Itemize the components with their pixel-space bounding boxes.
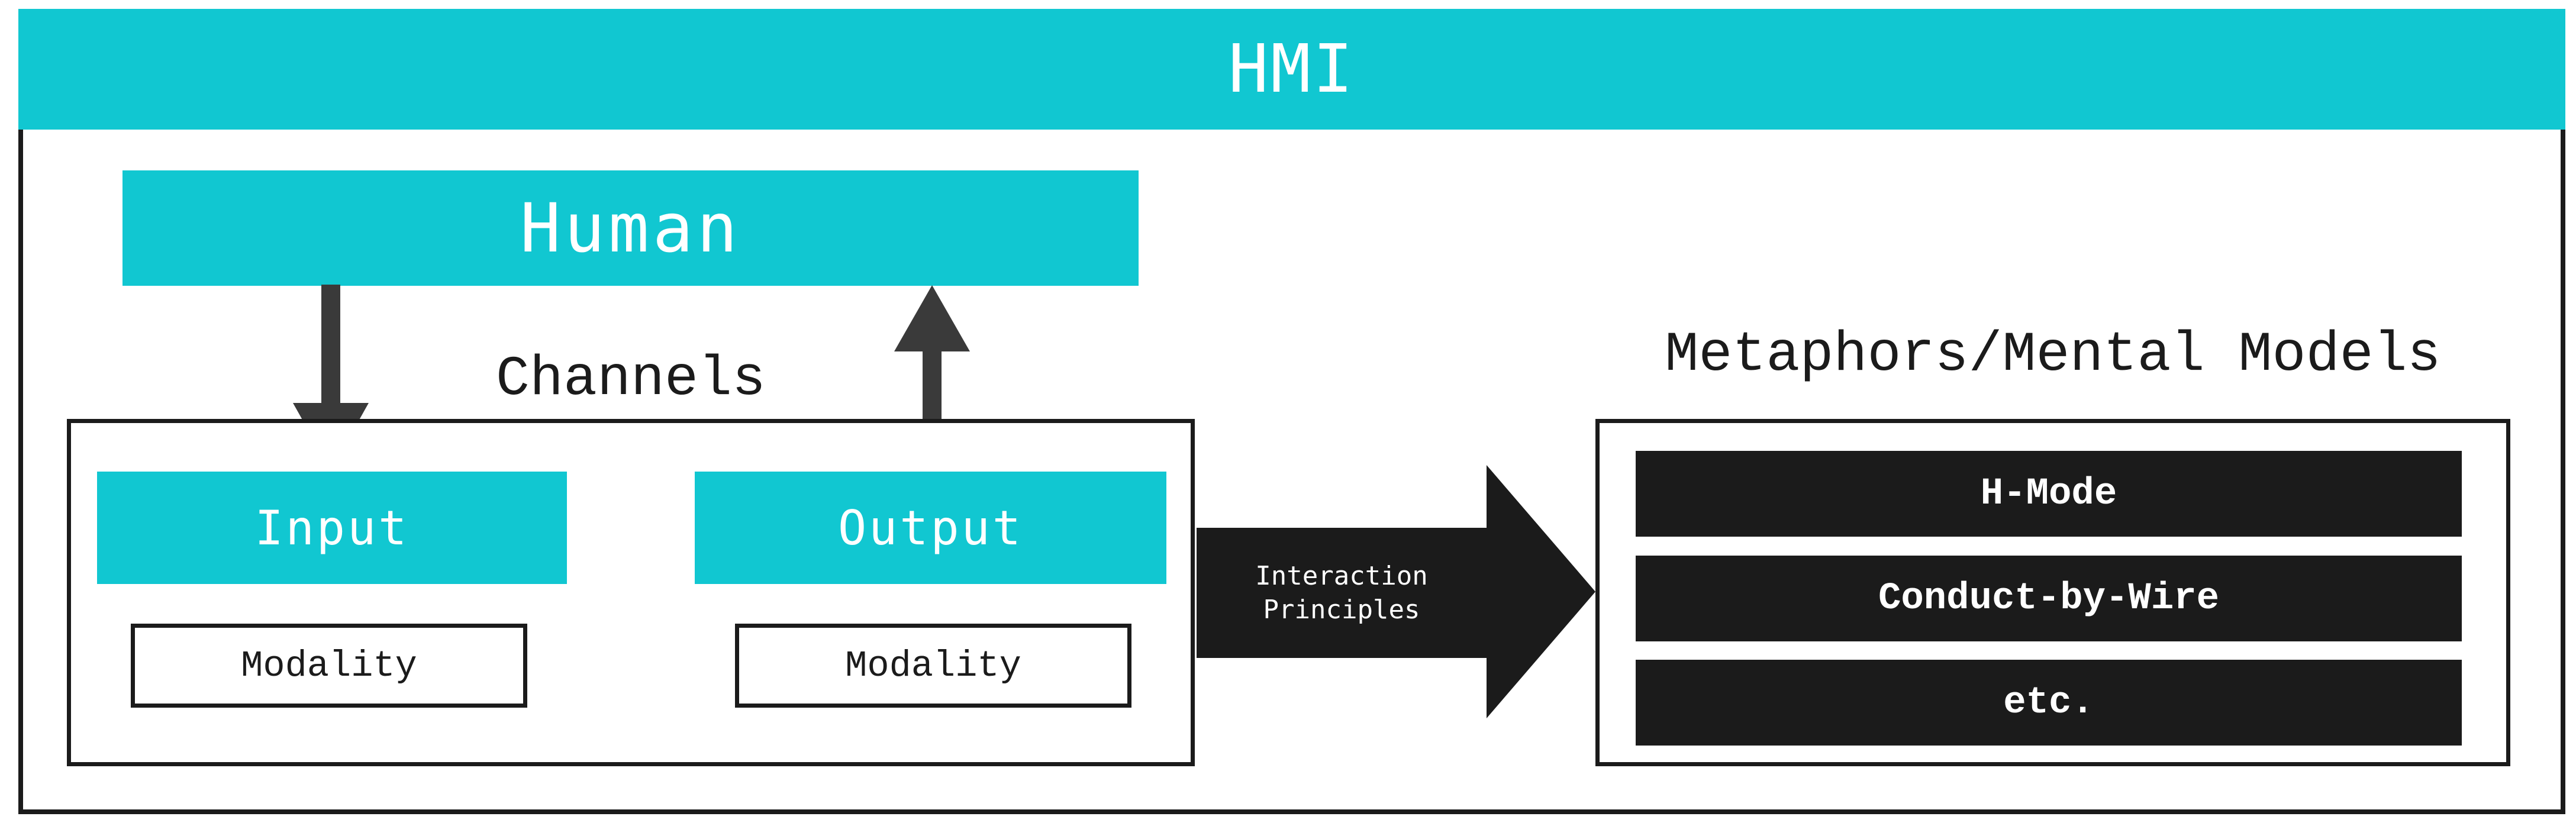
metaphor-item-label: Conduct-by-Wire	[1878, 577, 2220, 620]
metaphor-item-conduct-by-wire: Conduct-by-Wire	[1636, 556, 2462, 641]
interaction-label-line1: Interaction	[1255, 561, 1428, 591]
down-arrow-shaft	[321, 285, 340, 404]
metaphor-item-label: etc.	[2003, 681, 2094, 724]
interaction-label-line2: Principles	[1263, 595, 1420, 625]
outer-frame	[18, 130, 2565, 814]
metaphor-item-etc: etc.	[1636, 660, 2462, 746]
metaphor-item-label: H-Mode	[1980, 472, 2117, 515]
up-arrow-icon	[894, 285, 970, 351]
right-arrow-icon	[1487, 465, 1595, 718]
input-modality-box: Modality	[131, 624, 527, 708]
hmi-banner: HMI	[18, 9, 2565, 130]
human-label: Human	[520, 189, 741, 267]
input-modality-label: Modality	[241, 644, 417, 687]
metaphors-heading: Metaphors/Mental Models	[1665, 323, 2441, 387]
output-modality-label: Modality	[845, 644, 1021, 687]
interaction-principles-arrow-body: Interaction Principles	[1197, 528, 1487, 658]
page-title: HMI	[1228, 31, 1356, 108]
input-label: Input	[254, 500, 410, 556]
input-box: Input	[97, 472, 567, 584]
output-label: Output	[838, 500, 1023, 556]
human-box: Human	[122, 170, 1139, 286]
output-modality-box: Modality	[735, 624, 1131, 708]
output-box: Output	[695, 472, 1166, 584]
channels-heading: Channels	[495, 347, 766, 411]
metaphor-item-h-mode: H-Mode	[1636, 451, 2462, 537]
